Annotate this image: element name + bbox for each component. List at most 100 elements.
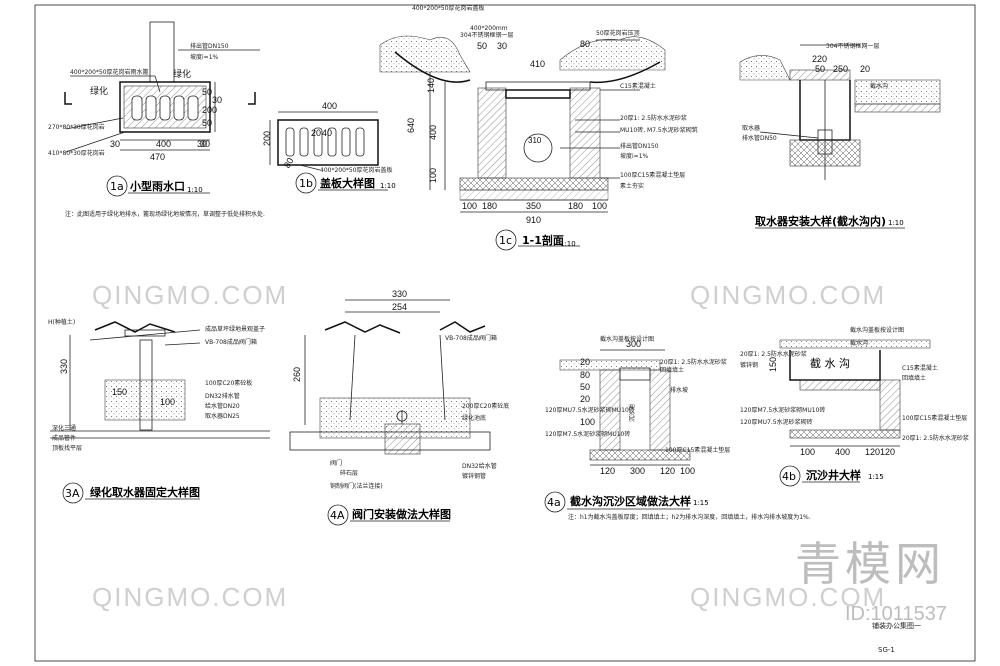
svg-text:400: 400 (428, 125, 438, 140)
svg-text:1:15: 1:15 (693, 499, 709, 507)
svg-text:220: 220 (812, 54, 827, 64)
svg-text:小型雨水口: 小型雨水口 (129, 179, 185, 193)
svg-text:304不锈钢框钢一层: 304不锈钢框钢一层 (460, 31, 513, 39)
sump-wall-4b (879, 379, 901, 431)
svg-text:100: 100 (428, 168, 438, 183)
svg-text:排出管DN150: 排出管DN150 (620, 142, 659, 150)
svg-text:坡度i=1%: 坡度i=1% (620, 152, 649, 160)
svg-text:铺装办公集图一: 铺装办公集图一 (872, 621, 921, 630)
svg-text:ID:1011537: ID:1011537 (845, 603, 947, 625)
svg-text:100: 100 (800, 447, 815, 457)
svg-text:DN32排水管: DN32排水管 (205, 392, 240, 400)
outlet-pipe-1c (523, 133, 553, 163)
svg-text:30: 30 (200, 139, 210, 149)
drain-pipe-1a (149, 21, 175, 83)
svg-text:310: 310 (528, 136, 542, 145)
svg-text:1c: 1c (499, 234, 512, 247)
svg-text:100: 100 (580, 417, 595, 427)
svg-text:120: 120 (660, 466, 675, 476)
svg-text:100: 100 (592, 201, 607, 211)
svg-text:330: 330 (59, 359, 69, 374)
svg-text:200: 200 (202, 105, 217, 115)
svg-text:阀门安装做法大样图: 阀门安装做法大样图 (352, 507, 451, 521)
svg-text:100厚C15素混凝土垫层: 100厚C15素混凝土垫层 (620, 171, 685, 179)
svg-text:截水沟: 截水沟 (850, 339, 868, 347)
svg-text:DN32给水管: DN32给水管 (462, 462, 497, 470)
svg-text:C15素混凝土: C15素混凝土 (902, 364, 938, 372)
svg-text:坡度i=1%: 坡度i=1% (190, 53, 219, 61)
svg-text:100: 100 (160, 397, 175, 407)
svg-text:顶板找平层: 顶板找平层 (52, 444, 82, 452)
svg-text:截 水 沟: 截 水 沟 (810, 356, 850, 370)
svg-text:镀锌钢: 镀锌钢 (740, 361, 758, 369)
svg-text:400: 400 (322, 101, 337, 111)
svg-text:20厚1: 2.5防水水泥砂浆: 20厚1: 2.5防水水泥砂浆 (660, 358, 727, 366)
svg-text:400: 400 (156, 139, 171, 149)
svg-text:50: 50 (477, 41, 487, 51)
svg-text:20: 20 (580, 357, 590, 367)
svg-text:20厚1: 2.5防水水泥砂浆: 20厚1: 2.5防水水泥砂浆 (740, 350, 807, 358)
svg-text:C15素混凝土: C15素混凝土 (620, 82, 656, 90)
svg-text:120: 120 (600, 466, 615, 476)
svg-text:80: 80 (580, 39, 590, 49)
svg-text:截水沟: 截水沟 (870, 82, 888, 90)
svg-text:成品管件: 成品管件 (52, 434, 76, 442)
svg-text:SG-1: SG-1 (878, 646, 895, 654)
svg-text:铜制阀门(法兰连接): 铜制阀门(法兰连接) (330, 482, 383, 490)
svg-text:取水器DN25: 取水器DN25 (205, 412, 240, 420)
svg-text:20厚1: 2.5防水水泥砂浆: 20厚1: 2.5防水水泥砂浆 (902, 434, 969, 442)
soil-right-1c (559, 36, 666, 71)
svg-text:QINGMO.COM: QINGMO.COM (92, 582, 288, 612)
svg-text:1:10: 1:10 (187, 186, 203, 194)
intake-pipe-3a (139, 339, 153, 431)
svg-text:1b: 1b (299, 177, 313, 190)
wall-left-1c (477, 87, 507, 179)
svg-text:400: 400 (835, 447, 850, 457)
svg-text:330: 330 (392, 289, 407, 299)
svg-text:排水坡: 排水坡 (670, 386, 688, 394)
svg-text:1-1剖面: 1-1剖面 (522, 233, 564, 247)
svg-text:20: 20 (311, 128, 321, 138)
svg-text:100厚C20素砼板: 100厚C20素砼板 (205, 379, 252, 387)
svg-text:50: 50 (580, 382, 590, 392)
svg-text:254: 254 (392, 302, 407, 312)
svg-text:50: 50 (815, 64, 825, 74)
grate-slots (131, 95, 199, 121)
svg-text:4a: 4a (547, 496, 561, 509)
svg-text:30: 30 (497, 41, 507, 51)
svg-text:120厚MU7.5水泥砂浆砌MU10砖: 120厚MU7.5水泥砂浆砌MU10砖 (545, 406, 635, 414)
detail-4a: 300 截水沟盖板按设计图 20厚1: 2.5防水水泥砂浆 回填填土 120厚M… (544, 335, 811, 521)
svg-text:410: 410 (530, 59, 545, 69)
svg-text:40: 40 (322, 128, 332, 138)
svg-text:400*200*50厚花岗岩盖板: 400*200*50厚花岗岩盖板 (320, 166, 393, 174)
svg-text:排水管DN50: 排水管DN50 (742, 134, 777, 142)
trench-slab (854, 79, 941, 105)
svg-text:470: 470 (150, 152, 165, 162)
cover-plate (277, 119, 379, 166)
svg-text:截水沟沉沙区域做法大样: 截水沟沉沙区域做法大样 (570, 494, 691, 508)
svg-text:取水器安装大样(截水沟内): 取水器安装大样(截水沟内) (755, 214, 886, 228)
detail-3A: H(种植土) 成品草坪绿地景观盖子 VB-708成品阀门箱 100厚C20素砼板… (48, 318, 270, 504)
wall-right-4a (649, 369, 671, 451)
svg-text:取水器: 取水器 (742, 124, 760, 132)
detail-4A: 330 254 260 VB-708成品阀门箱 200厚C20素砼底 绿化池底 … (289, 289, 509, 526)
svg-text:回填填土: 回填填土 (902, 374, 926, 382)
svg-text:30: 30 (197, 139, 207, 149)
svg-text:深化三通: 深化三通 (52, 424, 76, 432)
svg-text:50: 50 (202, 118, 212, 128)
svg-text:排出管DN150: 排出管DN150 (190, 42, 229, 50)
svg-text:100厚C15素混凝土垫层: 100厚C15素混凝土垫层 (665, 446, 730, 454)
wall-right-1c (569, 87, 601, 179)
svg-text:绿化: 绿化 (90, 85, 108, 97)
svg-text:30: 30 (212, 95, 222, 105)
detail-1c: 400*200*50厚花岗岩盖板 400*200mm 304不锈钢框钢一层 50… (379, 4, 698, 251)
svg-text:80: 80 (580, 370, 590, 380)
svg-text:20厚1: 2.5防水水泥砂浆: 20厚1: 2.5防水水泥砂浆 (620, 114, 687, 122)
detail-4b: 截 水 沟 截水沟盖板按设计图 截水沟 C15素混凝土 回填填土 20厚1: 2… (740, 326, 969, 487)
svg-text:300: 300 (626, 339, 641, 349)
title-block: 铺装办公集图一 SG-1 (872, 621, 921, 654)
concrete-base-1c (459, 177, 609, 191)
detail-1a: 30 400 30 470 50 200 50 30 30 排出管DN150 坡… (48, 21, 265, 218)
svg-text:H(种植土): H(种植土) (48, 318, 75, 326)
